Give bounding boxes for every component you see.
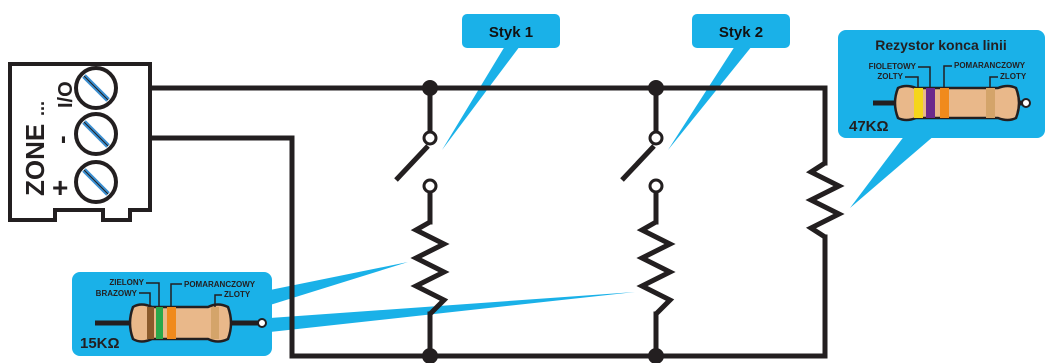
contact-band-label-orange: POMARANCZOWY	[184, 280, 256, 289]
plus-screw-icon	[74, 160, 118, 204]
io-screw-icon	[74, 66, 118, 110]
contact-band-1	[147, 307, 154, 339]
contact1-pointer	[442, 46, 520, 150]
contact-band-3	[167, 307, 176, 339]
resistor1-pointer	[270, 262, 408, 305]
minus-label: -	[46, 135, 76, 144]
eol-band-3	[940, 88, 949, 118]
eol-band-4	[986, 88, 995, 118]
contact-resistor-box: ZIELONY BRAZOWY POMARANCZOWY ZLOTY 15KΩ	[72, 272, 272, 356]
contact2-pointer	[668, 46, 752, 150]
io-label: I/O	[55, 81, 77, 108]
eol-band-label-orange: POMARANCZOWY	[954, 61, 1026, 70]
eol-band-1	[914, 88, 923, 118]
contact2-callout: Styk 2	[692, 14, 790, 48]
zone-dots: ...	[28, 101, 48, 116]
zone-terminal-block: ZONE ... I/O - +	[8, 62, 152, 222]
eol-band-label-yellow: ZOLTY	[877, 72, 903, 81]
eol-resistor-box: Rezystor konca linii FIOLETOWY ZOLTY POM…	[838, 30, 1045, 138]
contact1-resistor-symbol	[410, 219, 450, 316]
contact1-switch	[394, 130, 438, 194]
minus-screw-icon	[74, 112, 118, 156]
eol-title: Rezystor konca linii	[875, 37, 1006, 53]
eol-band-label-violet: FIOLETOWY	[869, 62, 917, 71]
contact-value: 15KΩ	[80, 335, 120, 352]
eol-value: 47KΩ	[849, 118, 889, 135]
plus-label: +	[52, 172, 68, 203]
contact-band-4	[211, 307, 219, 339]
eol-band-2	[926, 88, 935, 118]
contact2-switch	[620, 130, 664, 194]
contact2-label: Styk 2	[719, 24, 763, 41]
contact-band-label-green: ZIELONY	[109, 278, 144, 287]
eol-pointer	[850, 135, 935, 208]
contact-band-label-gold: ZLOTY	[224, 290, 251, 299]
contact-band-label-brown: BRAZOWY	[96, 289, 138, 298]
zone-label: ZONE	[20, 124, 50, 196]
resistor2-pointer	[270, 292, 635, 332]
contact1-label: Styk 1	[489, 24, 533, 41]
contact1-callout: Styk 1	[462, 14, 560, 48]
contact-band-2	[156, 307, 163, 339]
eol-band-label-gold: ZLOTY	[1000, 72, 1027, 81]
contact2-resistor-symbol	[636, 219, 676, 316]
junction-dots	[422, 80, 664, 363]
eol-resistor-symbol	[805, 160, 845, 240]
